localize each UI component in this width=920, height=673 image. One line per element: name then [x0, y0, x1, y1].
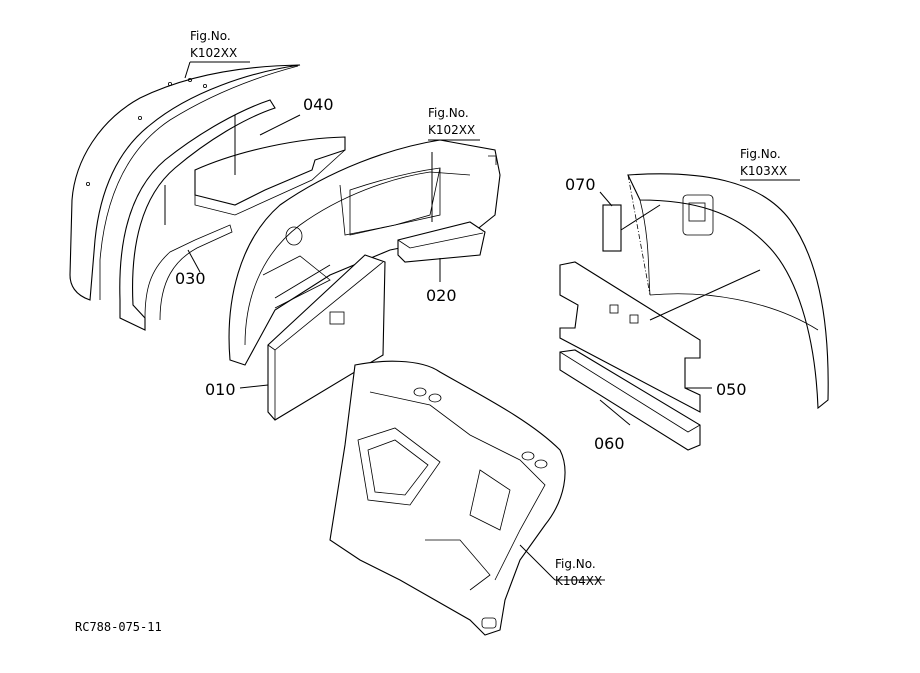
fig-ref-bottom-line1: Fig.No. — [555, 557, 596, 571]
fig-ref-top-center-line1: Fig.No. — [428, 106, 469, 120]
leader-040 — [259, 114, 301, 136]
leader-060 — [599, 399, 631, 426]
drawing-code: RC788-075-11 — [75, 620, 162, 634]
fig-ref-top-center-line2: K102XX — [428, 123, 475, 137]
leader-010 — [239, 384, 269, 389]
part-040-foam-sheet — [194, 136, 346, 216]
cabin-floor-bottom — [329, 360, 566, 636]
part-label-070: 070 — [565, 175, 596, 194]
part-label-040: 040 — [303, 95, 334, 114]
fig-ref-right-line1: Fig.No. — [740, 147, 781, 161]
fig-ref-top-left-line1: Fig.No. — [190, 29, 231, 43]
part-050-cutout-sheet — [559, 261, 701, 413]
leader-k104 — [519, 544, 556, 581]
part-020-block — [397, 221, 486, 263]
part-070-pad — [602, 204, 622, 252]
fig-ref-top-left-line2: K102XX — [190, 46, 237, 60]
part-010-panel — [267, 254, 386, 421]
part-label-050: 050 — [716, 380, 747, 399]
part-label-020: 020 — [426, 286, 457, 305]
part-030-foam-strip — [119, 99, 276, 331]
fig-ref-bottom-line2: K104XX — [555, 574, 602, 588]
fender-panel-right — [627, 173, 829, 410]
leader-070 — [599, 191, 613, 207]
part-060-strip — [559, 349, 701, 451]
part-label-030: 030 — [175, 269, 206, 288]
part-label-010: 010 — [205, 380, 236, 399]
part-label-060: 060 — [594, 434, 625, 453]
fig-ref-right-line2: K103XX — [740, 164, 787, 178]
fender-panel-left — [69, 64, 301, 301]
leader-030 — [187, 249, 201, 273]
